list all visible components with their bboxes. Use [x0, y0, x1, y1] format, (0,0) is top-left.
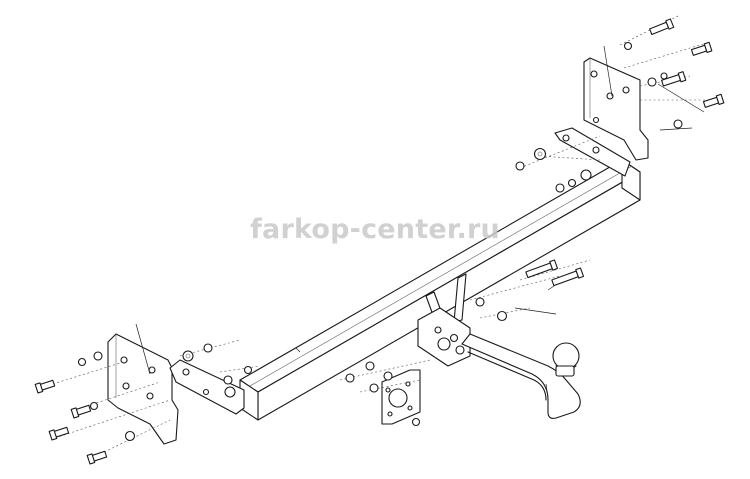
tow-ball-arm	[461, 333, 581, 419]
cross-beam	[239, 159, 641, 421]
left-beam-bracket	[169, 359, 245, 415]
left-side-bracket	[107, 333, 179, 445]
right-side-bracket	[583, 57, 649, 161]
leader-lines	[135, 45, 705, 399]
hitch-mount-bracket	[417, 273, 471, 367]
bolt-group-socket	[345, 361, 421, 427]
bolt-group-left	[34, 343, 253, 465]
bolt-group-right	[515, 18, 725, 193]
right-beam-bracket	[554, 127, 631, 188]
bolt-group-centre	[449, 259, 585, 343]
socket-plate	[381, 369, 421, 425]
